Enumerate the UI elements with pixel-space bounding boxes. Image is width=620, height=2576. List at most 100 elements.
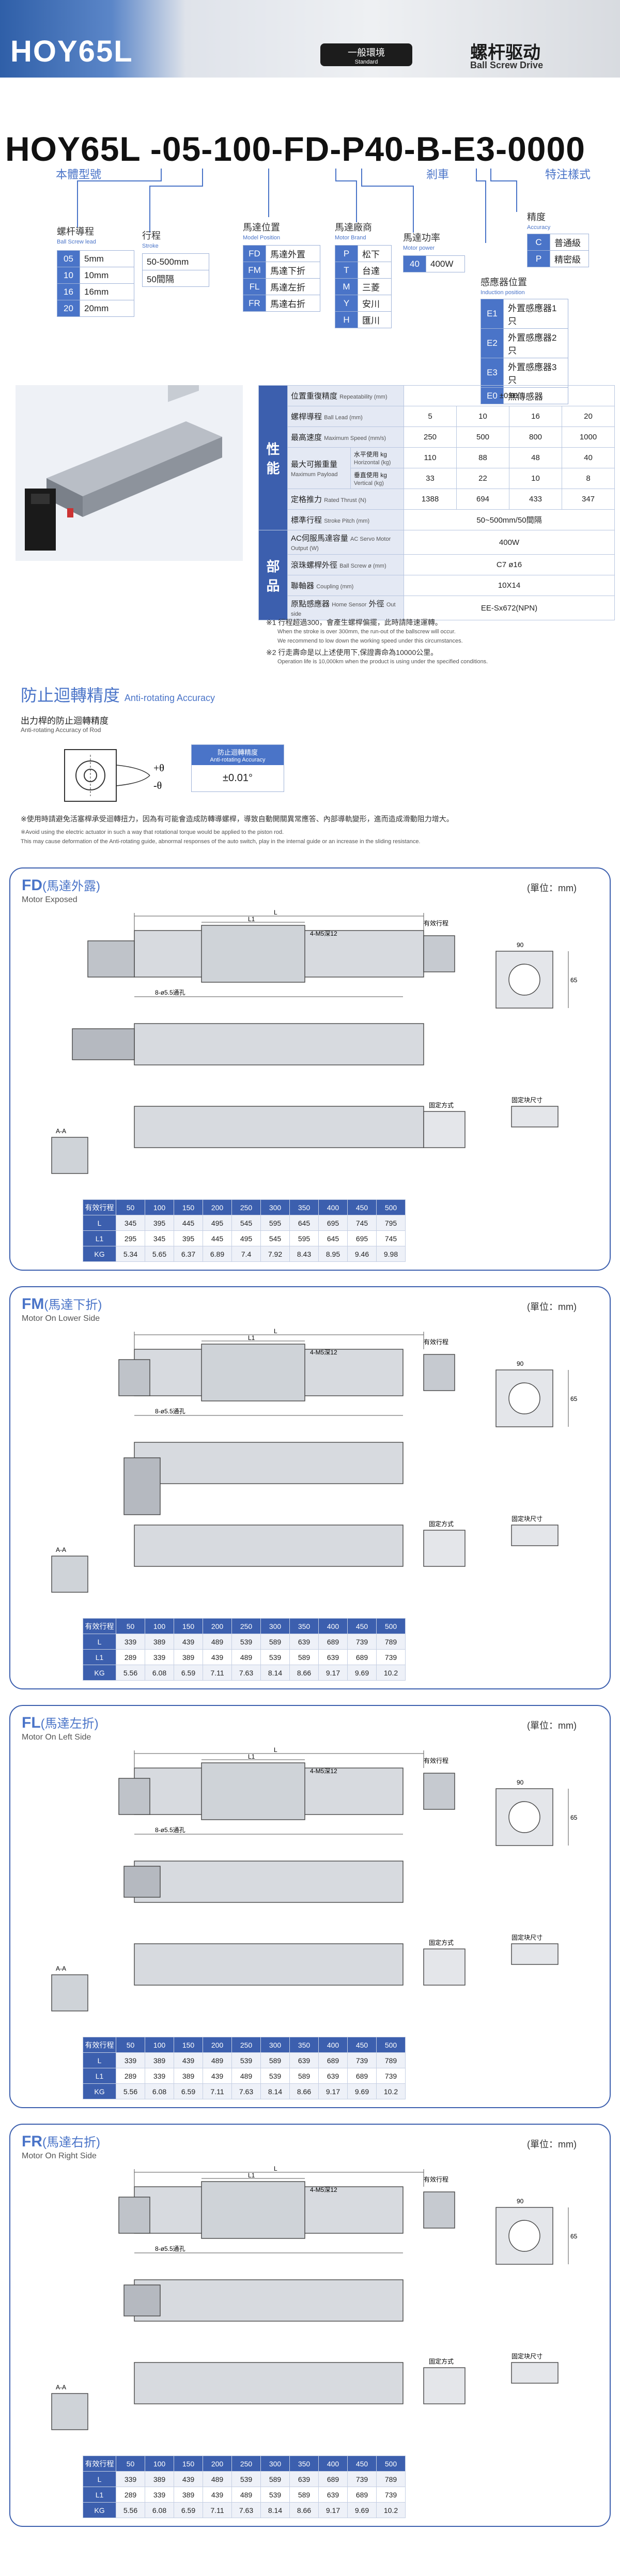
dim-90: 90 (517, 1779, 524, 1786)
spec-table: 性能 位置重復精度 Repeatability (mm) ±0.01 螺桿導程 … (258, 385, 615, 620)
anti-rotation-notes: ※使用時請避免活塞桿承受迴轉扭力，因為有可能會造成防轉導螺桿，導致自動開關異常應… (21, 815, 454, 845)
label-model: 本體型號 (56, 168, 102, 181)
environment-badge: 一般環境 Standard (320, 43, 412, 66)
mount-dim-label: 固定块尺寸 (512, 1933, 542, 1941)
section-aa: A-A (56, 1965, 66, 1972)
label-brake: 剎車 (426, 168, 450, 181)
anti-rotation-title: 防止迴轉精度 Anti-rotating Accuracy (21, 686, 215, 705)
anti-rotation-rod: 出力桿的防止迴轉精度 Anti-rotating Accuracy of Rod (21, 716, 109, 734)
spec-group-parts: 部品 (258, 530, 288, 620)
header-title-en: Ball Screw Drive (470, 60, 544, 70)
technical-drawing: L L1 4-M5深12 8-ø5.5通孔 有效行程 65 90 A-A 固定方… (51, 1329, 578, 1593)
badge-en: Standard (354, 59, 378, 65)
dim-eff: 有效行程 (424, 919, 448, 927)
technical-drawing: L L1 4-M5深12 8-ø5.5通孔 有效行程 65 90 A-A 固定方… (51, 2166, 578, 2430)
drawing-panel-fl: FL(馬達左折)Motor On Left Side(單位：mm) L L1 4… (9, 1705, 611, 2108)
section-aa: A-A (56, 2384, 66, 2391)
panel-title: FL(馬達左折) (22, 1714, 99, 1731)
dim-thread: 4-M5深12 (310, 930, 337, 937)
stroke-table: 50-500mm 50間隔 (142, 253, 209, 287)
panel-subtitle: Motor On Lower Side (22, 1314, 100, 1323)
spec-notes: ※1 行程超過300，會產生螺桿偏擺，此時請降速運轉。 When the str… (266, 618, 488, 665)
mount-label: 固定方式 (429, 1101, 454, 1109)
spec-group-performance: 性能 (258, 385, 288, 530)
mount-label: 固定方式 (429, 1520, 454, 1528)
dim-holes: 8-ø5.5通孔 (155, 1408, 185, 1415)
dim-90: 90 (517, 1360, 524, 1367)
panel-subtitle: Motor On Right Side (22, 2152, 97, 2160)
panel-subtitle: Motor Exposed (22, 895, 78, 904)
product-photo (16, 385, 243, 561)
badge-cn: 一般環境 (348, 48, 385, 58)
dim-thread: 4-M5深12 (310, 2186, 337, 2193)
dim-l1: L1 (248, 916, 255, 923)
section-aa: A-A (56, 1127, 66, 1135)
dim-thread: 4-M5深12 (310, 1767, 337, 1775)
header-model: HOY65L (10, 35, 133, 68)
header-title-cn: 螺杆驱动 (470, 43, 540, 63)
dim-65: 65 (570, 1395, 578, 1403)
dim-l: L (274, 910, 277, 916)
dim-eff: 有效行程 (424, 1338, 448, 1346)
theta-plus: +θ (153, 763, 164, 774)
section-aa: A-A (56, 1546, 66, 1553)
dim-l1: L1 (248, 2172, 255, 2179)
dim-65: 65 (570, 2233, 578, 2240)
panel-subtitle: Motor On Left Side (22, 1733, 91, 1742)
code-connector-lines (77, 169, 517, 243)
anti-rotation-value-box: 防止迴轉精度 Anti-rotating Accuracy ±0.01° (191, 744, 284, 792)
anti-rotation-diagram: +θ -θ (64, 749, 164, 802)
panel-unit: (單位：mm) (527, 2139, 577, 2150)
dim-65: 65 (570, 1814, 578, 1821)
panel-unit: (單位：mm) (527, 883, 577, 893)
dim-90: 90 (517, 2198, 524, 2205)
mount-dim-label: 固定块尺寸 (512, 1096, 542, 1104)
dim-l: L (274, 2166, 277, 2172)
dim-l: L (274, 1747, 277, 1754)
mount-dim-label: 固定块尺寸 (512, 1515, 542, 1522)
dim-90: 90 (517, 941, 524, 949)
panel-unit: (單位：mm) (527, 1720, 577, 1731)
mount-label: 固定方式 (429, 2357, 454, 2365)
dim-thread: 4-M5深12 (310, 1349, 337, 1356)
drawing-panel-fr: FR(馬達右折) Motor On Right Side (單位：mm) L L1 … (9, 2124, 611, 2527)
panel-unit: (單位：mm) (527, 1302, 577, 1312)
dim-holes: 8-ø5.5通孔 (155, 1826, 185, 1834)
mount-label: 固定方式 (429, 1939, 454, 1946)
label-special: 特注樣式 (545, 168, 591, 181)
dim-eff: 有效行程 (424, 2175, 448, 2183)
theta-minus: -θ (153, 780, 162, 791)
panel-title: FM(馬達下折) (22, 1295, 102, 1313)
panel-title: FR(馬達右折) (22, 2133, 100, 2150)
dim-holes: 8-ø5.5通孔 (155, 989, 185, 996)
panel-title: FD(馬達外露) (22, 877, 100, 894)
dim-eff: 有效行程 (424, 1757, 448, 1764)
dim-l: L (274, 1329, 277, 1335)
